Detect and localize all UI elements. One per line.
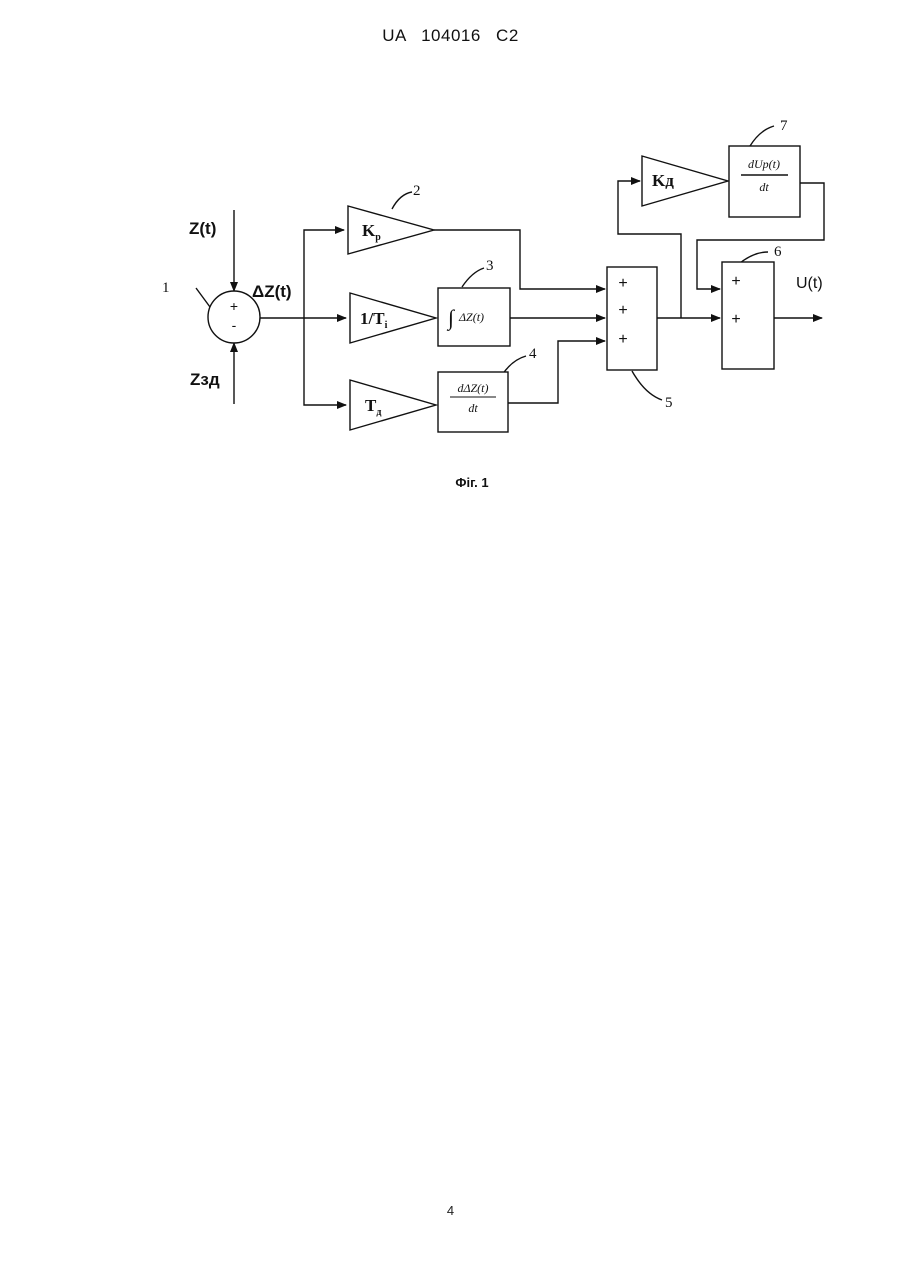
leader-7: [750, 126, 774, 146]
differentiator-denominator: dt: [468, 401, 478, 415]
block-number-3: 3: [486, 258, 494, 274]
signal-error-label: ΔZ(t): [252, 282, 292, 301]
block-number-7: 7: [780, 118, 788, 134]
page-number: 4: [0, 1203, 901, 1218]
signal-setpoint-label: Zзд: [190, 370, 220, 389]
differentiator-2-numerator: dUp(t): [748, 157, 780, 171]
differentiator-numerator: dΔZ(t): [457, 381, 488, 395]
summer-2-block: [722, 262, 774, 369]
signal-z-label: Z(t): [189, 219, 216, 238]
gain-d-block: [350, 380, 436, 430]
leader-2: [392, 192, 412, 209]
signal-output-label: U(t): [796, 275, 823, 292]
summer-2-sign-1: +: [731, 273, 740, 290]
wire-p-to-sum: [434, 230, 605, 289]
summer-1-sign-3: +: [618, 331, 627, 348]
figure-caption: Фіг. 1: [455, 475, 488, 490]
leader-3: [462, 268, 484, 287]
summer-1-block: [607, 267, 657, 370]
summer-1-sign-1: +: [618, 275, 627, 292]
block-number-4: 4: [529, 346, 537, 362]
leader-5: [632, 371, 662, 400]
summer-1-sign-2: +: [618, 302, 627, 319]
block-number-2: 2: [413, 183, 421, 199]
block-number-1: 1: [162, 280, 170, 296]
wire-to-gain-d: [304, 318, 346, 405]
leader-1: [196, 288, 210, 307]
integrator-expr: ΔZ(t): [458, 310, 484, 324]
block-number-5: 5: [665, 395, 673, 411]
summer-2-sign-2: +: [731, 311, 740, 328]
differentiator-2-denominator: dt: [759, 180, 769, 194]
gain-kd-label: Kд: [652, 171, 674, 190]
wire-diff-to-sum: [508, 341, 605, 403]
wire-to-gain-p: [304, 230, 344, 318]
comparator-sign-top: +: [230, 298, 238, 314]
gain-i-label: 1/Ti: [360, 309, 388, 331]
gain-p-block: [348, 206, 434, 254]
block-number-6: 6: [774, 244, 782, 260]
comparator-sign-bottom: -: [232, 317, 237, 333]
